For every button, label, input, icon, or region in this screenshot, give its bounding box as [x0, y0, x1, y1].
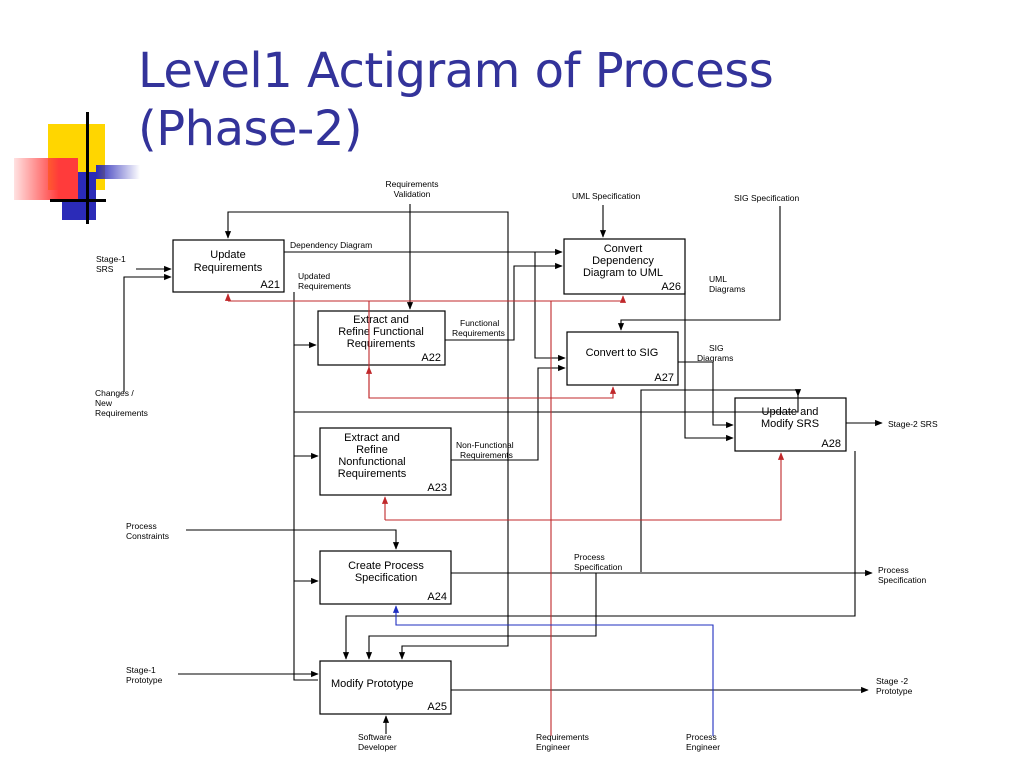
activity-a22-line-2: Refine Functional — [338, 326, 424, 338]
slide-title: Level1 Actigram of Process (Phase-2) — [138, 42, 774, 158]
activity-a22-id: A22 — [421, 352, 441, 364]
activity-a28-id: A28 — [821, 438, 841, 450]
activity-a21-line-2: Requirements — [194, 262, 263, 274]
activity-a25-id: A25 — [427, 701, 447, 713]
label-nonfunctional-req-1: Non-Functional — [456, 440, 514, 450]
activity-a21: Update Requirements A21 — [172, 239, 285, 293]
label-process-engineer-1: Process — [686, 732, 717, 742]
label-requirements-engineer-1: Requirements — [536, 732, 589, 742]
label-stage1-srs-1: Stage-1 — [96, 254, 126, 264]
label-stage2-prototype-2: Prototype — [876, 686, 913, 696]
activity-a22-line-1: Extract and — [353, 314, 409, 326]
activity-a26: Convert Dependency Diagram to UML A26 — [563, 238, 686, 295]
label-uml-diagrams-1: UML — [709, 274, 727, 284]
activity-a23-line-3: Nonfunctional — [338, 456, 405, 468]
label-functional-req-1: Functional — [460, 318, 499, 328]
activity-a21-id: A21 — [260, 279, 280, 291]
blue-bar — [96, 165, 140, 179]
label-stage2-prototype-1: Stage -2 — [876, 676, 908, 686]
activity-a27-id: A27 — [654, 372, 674, 384]
label-requirements-engineer-2: Engineer — [536, 742, 570, 752]
label-nonfunctional-req-2: Requirements — [460, 450, 513, 460]
label-req-validation-1: Requirements — [386, 179, 439, 189]
label-process-spec-mid-1: Process — [574, 552, 605, 562]
activity-a26-id: A26 — [661, 281, 681, 293]
black-flows — [123, 204, 883, 734]
activity-a24: Create Process Specification A24 — [319, 550, 452, 605]
activity-a24-id: A24 — [427, 591, 447, 603]
black-horizontal-line — [50, 199, 106, 202]
label-dependency-diagram: Dependency Diagram — [290, 240, 372, 250]
activity-a25-line-1: Modify Prototype — [331, 678, 414, 690]
label-changes-2: New — [95, 398, 113, 408]
label-process-engineer-2: Engineer — [686, 742, 720, 752]
label-process-spec-mid-2: Specification — [574, 562, 622, 572]
label-process-constraints-2: Constraints — [126, 531, 169, 541]
activity-a22-line-3: Requirements — [347, 338, 416, 350]
label-changes-1: Changes / — [95, 388, 134, 398]
label-changes-3: Requirements — [95, 408, 148, 418]
flow-labels: Stage-1 SRS Changes / New Requirements P… — [95, 179, 938, 752]
label-stage1-prototype-1: Stage-1 — [126, 665, 156, 675]
activity-a21-line-1: Update — [210, 249, 245, 261]
label-updated-requirements-1: Updated — [298, 271, 330, 281]
slide-title-line-1: Level1 Actigram of Process — [138, 43, 774, 99]
activity-a27-line-1: Convert to SIG — [586, 347, 659, 359]
activity-a24-line-1: Create Process — [348, 560, 424, 572]
label-uml-diagrams-2: Diagrams — [709, 284, 745, 294]
red-flows — [224, 293, 785, 736]
label-sig-diagrams-2: Diagrams — [697, 353, 733, 363]
label-stage1-prototype-2: Prototype — [126, 675, 163, 685]
activity-a22: Extract and Refine Functional Requiremen… — [317, 310, 446, 366]
activity-a23: Extract and Refine Nonfunctional Require… — [319, 427, 452, 496]
label-sig-diagrams-1: SIG — [709, 343, 724, 353]
activity-a26-line-1: Convert — [604, 243, 643, 255]
black-vertical-line — [86, 112, 89, 224]
label-updated-requirements-2: Requirements — [298, 281, 351, 291]
label-functional-req-2: Requirements — [452, 328, 505, 338]
activity-a28-line-2: Modify SRS — [761, 418, 819, 430]
activity-a26-line-2: Dependency — [592, 255, 654, 267]
label-process-spec-out-1: Process — [878, 565, 909, 575]
label-process-spec-out-2: Specification — [878, 575, 926, 585]
label-sig-specification: SIG Specification — [734, 193, 799, 203]
activity-a27: Convert to SIG A27 — [566, 331, 679, 386]
label-stage1-srs-2: SRS — [96, 264, 114, 274]
blue-flows — [392, 605, 714, 736]
label-software-developer-2: Developer — [358, 742, 397, 752]
activity-a23-line-4: Requirements — [338, 468, 407, 480]
red-square — [14, 158, 78, 200]
slide-title-line-2: (Phase-2) — [138, 101, 363, 157]
activity-a24-line-2: Specification — [355, 572, 417, 584]
label-req-validation-2: Validation — [394, 189, 431, 199]
activity-a28: Update and Modify SRS A28 — [734, 397, 847, 452]
activity-a23-line-1: Extract and — [344, 432, 400, 444]
activity-a25: Modify Prototype A25 — [319, 660, 452, 715]
activity-a26-line-3: Diagram to UML — [583, 267, 663, 279]
activity-a23-id: A23 — [427, 482, 447, 494]
label-software-developer-1: Software — [358, 732, 392, 742]
label-process-constraints-1: Process — [126, 521, 157, 531]
activity-a23-line-2: Refine — [356, 444, 388, 456]
label-stage2-srs: Stage-2 SRS — [888, 419, 938, 429]
label-uml-specification: UML Specification — [572, 191, 640, 201]
